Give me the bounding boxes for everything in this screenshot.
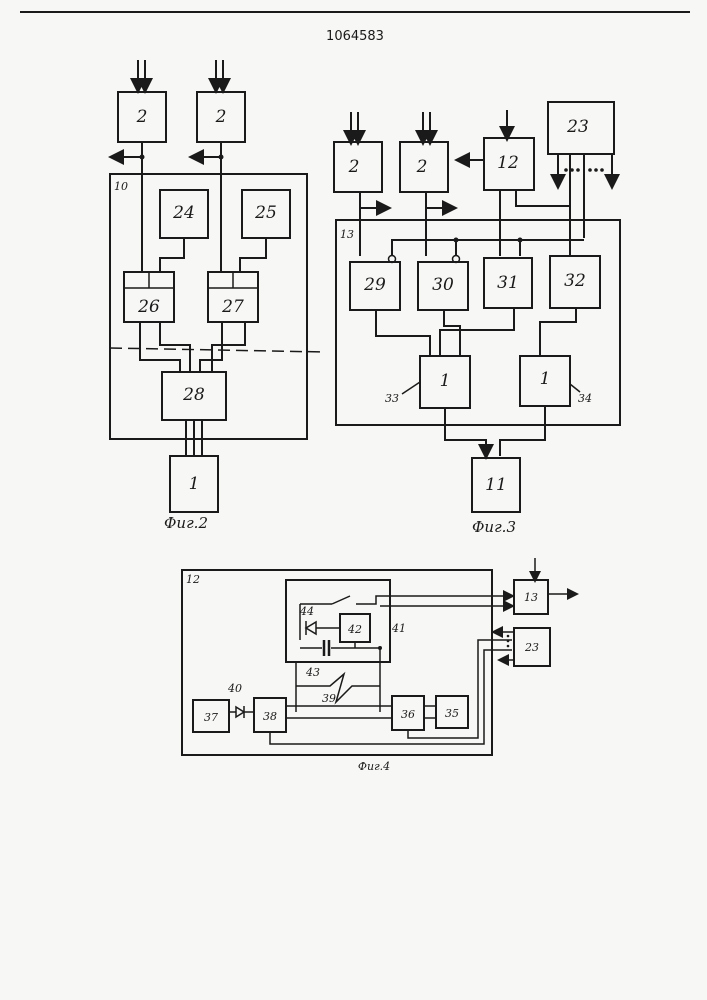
fig2-wire-24-26: [160, 238, 184, 272]
fig3-label-29: 29: [363, 275, 386, 295]
fig4-label-41: 41: [391, 622, 406, 635]
fig4-label-37: 37: [204, 711, 218, 724]
fig3-label-13: 13: [340, 228, 354, 241]
fig4-label-13: 13: [524, 591, 538, 604]
fig2-wire-26-28b: [160, 322, 190, 372]
fig2-label-26: 26: [137, 297, 160, 317]
fig3-label-2-right: 2: [416, 157, 428, 177]
fig2-label-10: 10: [114, 180, 128, 193]
fig4-label-43: 43: [305, 666, 320, 679]
fig2-caption: Фиг.2: [164, 514, 208, 532]
fig3-wire-29-33: [376, 310, 430, 356]
fig4-block-41: [286, 580, 390, 662]
fig4-label-40: 40: [227, 682, 242, 695]
fig3-label-32: 32: [564, 271, 586, 291]
fig3-label-23: 23: [566, 117, 589, 137]
fig3-label-31: 31: [497, 273, 519, 293]
fig3-dot-5: [594, 168, 598, 172]
fig3-dot-3: [576, 168, 580, 172]
fig3-label-33-inner: 1: [440, 371, 451, 391]
fig4-dot-3: [507, 645, 510, 648]
figure-3: 2 2 12 23 13 29: [334, 102, 620, 536]
fig2-label-2-right: 2: [215, 107, 227, 127]
figure-2: 2 2 10 24 25 26 27: [110, 60, 325, 532]
fig3-dot-6: [600, 168, 604, 172]
fig2-wire-25-27: [240, 238, 266, 272]
fig4-label-38: 38: [263, 710, 277, 723]
fig3-label-33: 33: [385, 392, 399, 405]
fig2-label-27: 27: [221, 297, 244, 317]
fig3-wire-32-34: [540, 308, 576, 356]
fig2-label-2-left: 2: [136, 107, 148, 127]
fig3-caption: Фиг.3: [472, 518, 516, 536]
fig4-dot-1: [507, 635, 510, 638]
fig2-wire-27-28b: [212, 322, 245, 372]
fig3-leader-33: [402, 382, 420, 394]
fig2-label-28: 28: [182, 385, 205, 405]
fig4-label-44: 44: [299, 605, 314, 618]
fig3-wire-34-11: [500, 406, 545, 456]
fig4-caption: Фиг.4: [358, 760, 390, 773]
fig4-label-35: 35: [445, 707, 459, 720]
fig4-label-39: 39: [322, 692, 336, 705]
fig3-label-12: 12: [497, 153, 519, 173]
fig4-switch-contact: [332, 596, 350, 604]
fig3-leader-34: [570, 384, 580, 392]
fig2-label-1: 1: [189, 474, 200, 494]
fig3-dot-1: [564, 168, 568, 172]
fig3-dot-4: [588, 168, 592, 172]
figure-4: 12 41 42 44 43 39 37: [182, 558, 576, 773]
fig3-label-11: 11: [485, 475, 507, 495]
fig2-label-25: 25: [254, 203, 277, 223]
fig4-label-42: 42: [347, 623, 362, 636]
fig2-label-24: 24: [172, 203, 195, 223]
fig4-wire-switch-13-a: [356, 596, 512, 604]
fig3-wire-33-11: [445, 408, 486, 456]
fig4-label-23: 23: [524, 641, 539, 654]
fig3-label-2-left: 2: [348, 157, 360, 177]
fig4-diode-44: [306, 622, 316, 634]
fig3-bus-line: [392, 240, 584, 256]
patent-number: 1064583: [326, 29, 384, 44]
fig2-dashed-separator: [110, 348, 325, 352]
fig3-label-34: 34: [578, 392, 592, 405]
fig4-label-36: 36: [401, 708, 415, 721]
fig3-label-30: 30: [432, 275, 454, 295]
fig3-wire-12-32: [516, 190, 570, 256]
fig3-wire-31-33: [440, 308, 514, 356]
fig4-dot-2: [507, 640, 510, 643]
fig3-label-34-inner: 1: [540, 369, 551, 389]
fig4-label-12: 12: [186, 573, 200, 586]
fig4-diode-40: [236, 707, 244, 717]
fig3-wire-30-33: [444, 310, 460, 356]
